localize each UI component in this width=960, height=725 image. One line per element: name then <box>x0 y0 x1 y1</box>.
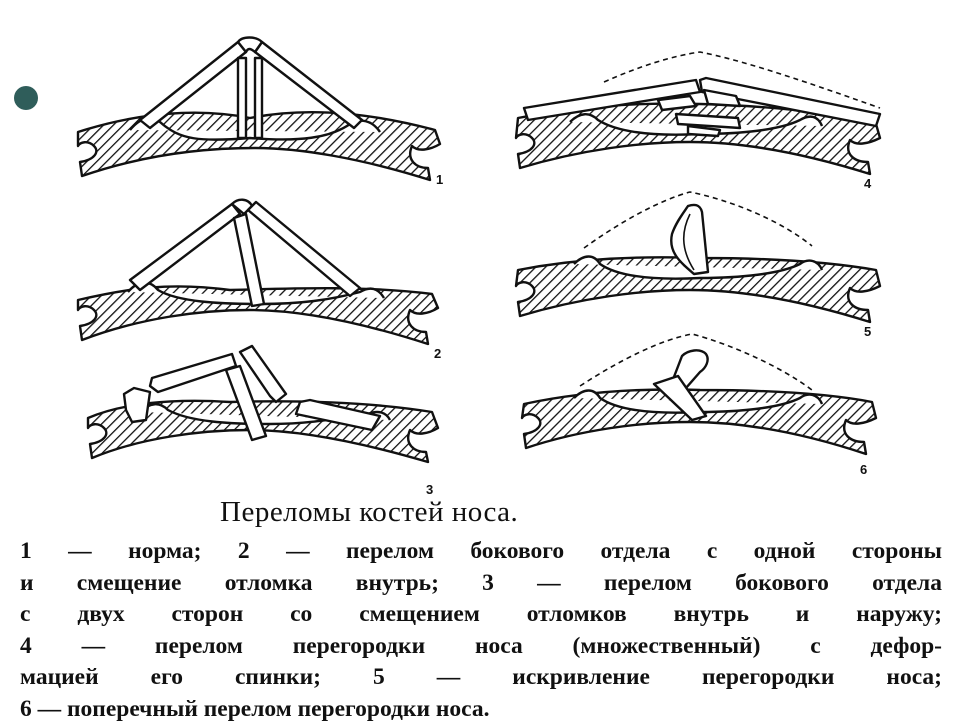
figure-label-2: 2 <box>434 346 441 361</box>
diagram-3-both-sides-fracture <box>88 346 438 462</box>
figure-label-3: 3 <box>426 482 433 497</box>
figure-label-1: 1 <box>436 172 443 187</box>
caption-line: и смещение отломка внутрь; 3 — перелом б… <box>20 568 942 600</box>
caption-line: 4 — перелом перегородки носа (множествен… <box>20 631 942 663</box>
caption-line: мацией его спинки; 5 — искривление перег… <box>20 662 942 694</box>
figure-label-5: 5 <box>864 324 871 339</box>
caption-line: с двух сторон со смещением отломков внут… <box>20 599 942 631</box>
figure-title: Переломы костей носа. <box>220 496 518 529</box>
diagram-2-one-side-fracture <box>78 200 438 344</box>
figure-caption: 1 — норма; 2 — перелом бокового отдела с… <box>20 536 942 725</box>
nasal-fracture-diagrams: 1 2 3 4 5 6 <box>0 0 960 500</box>
diagram-4-septum-multiple-fracture <box>516 52 880 174</box>
figure-label-6: 6 <box>860 462 867 477</box>
figure-label-4: 4 <box>864 176 872 191</box>
diagram-1-norm <box>78 38 440 181</box>
caption-line: 1 — норма; 2 — перелом бокового отдела с… <box>20 536 942 568</box>
diagram-5-septum-curvature <box>516 192 880 322</box>
caption-line: 6 — поперечный перелом перегородки носа. <box>20 694 942 725</box>
diagram-6-transverse-fracture <box>522 334 876 454</box>
